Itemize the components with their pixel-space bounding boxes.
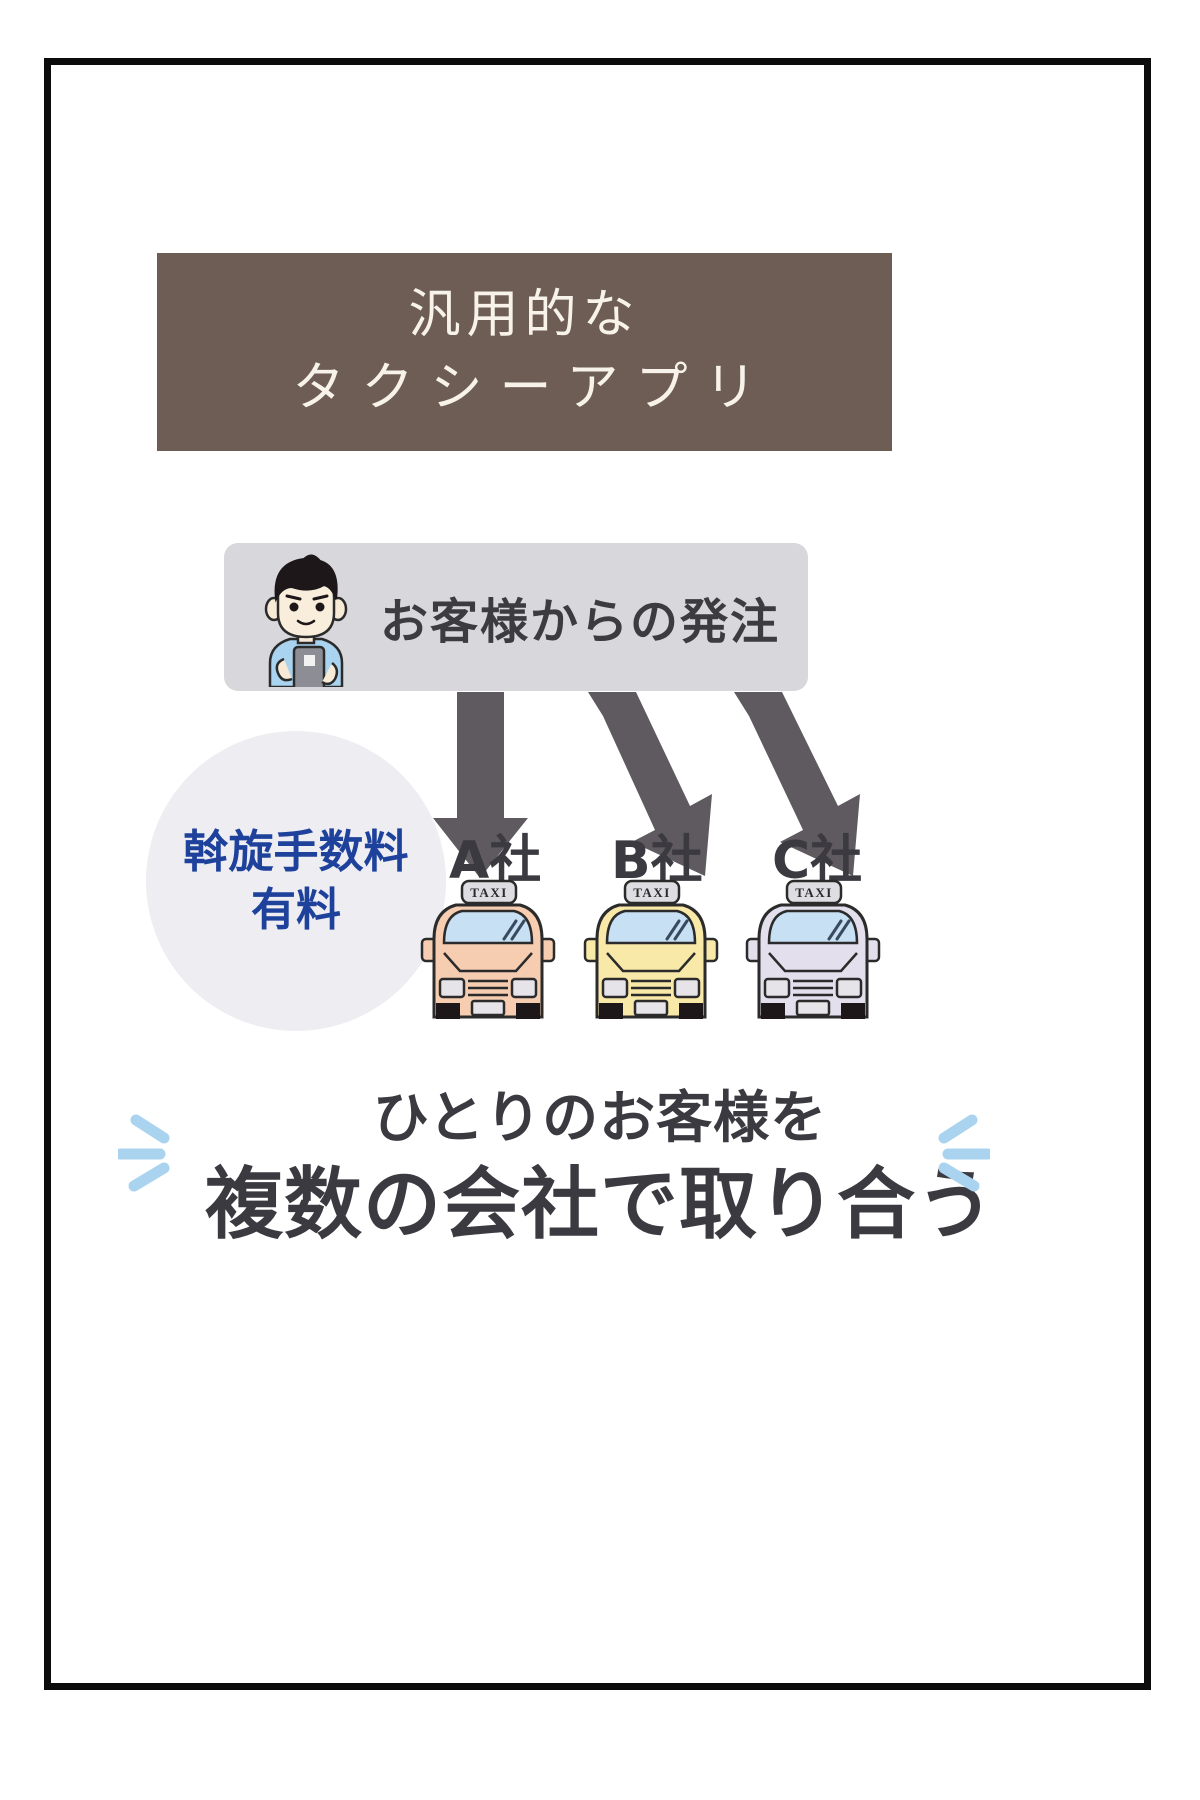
taxi-sign-text-b: TAXI xyxy=(633,885,671,900)
header-banner: 汎用的な タクシーアプリ xyxy=(157,253,892,451)
fee-label-line-2: 有料 xyxy=(250,883,341,936)
taxi-b: TAXI xyxy=(575,877,727,1023)
taxi-a: TAXI xyxy=(412,877,564,1023)
bottom-caption-line-1: ひとりのお客様を xyxy=(372,1086,828,1151)
banner-title-line-1: 汎用的な xyxy=(408,285,641,345)
taxi-sign-text-c: TAXI xyxy=(795,885,833,900)
bottom-caption-line-2: 複数の会社で取り合う xyxy=(204,1160,995,1250)
customer-order-box: お客様からの発注 xyxy=(224,543,808,695)
banner-title-line-2: タクシーアプリ xyxy=(292,358,774,418)
emphasis-dashes-left-icon xyxy=(118,1114,170,1192)
customer-order-label: お客様からの発注 xyxy=(380,594,781,650)
taxi-c: TAXI xyxy=(737,877,889,1023)
emphasis-dashes-right-icon xyxy=(938,1114,990,1192)
taxi-sign-text-a: TAXI xyxy=(470,885,508,900)
fee-label-line-1: 斡旋手数料 xyxy=(183,825,409,879)
brokerage-fee-circle: 斡旋手数料 有料 xyxy=(146,731,446,1031)
person-with-smartphone-icon xyxy=(254,547,366,695)
